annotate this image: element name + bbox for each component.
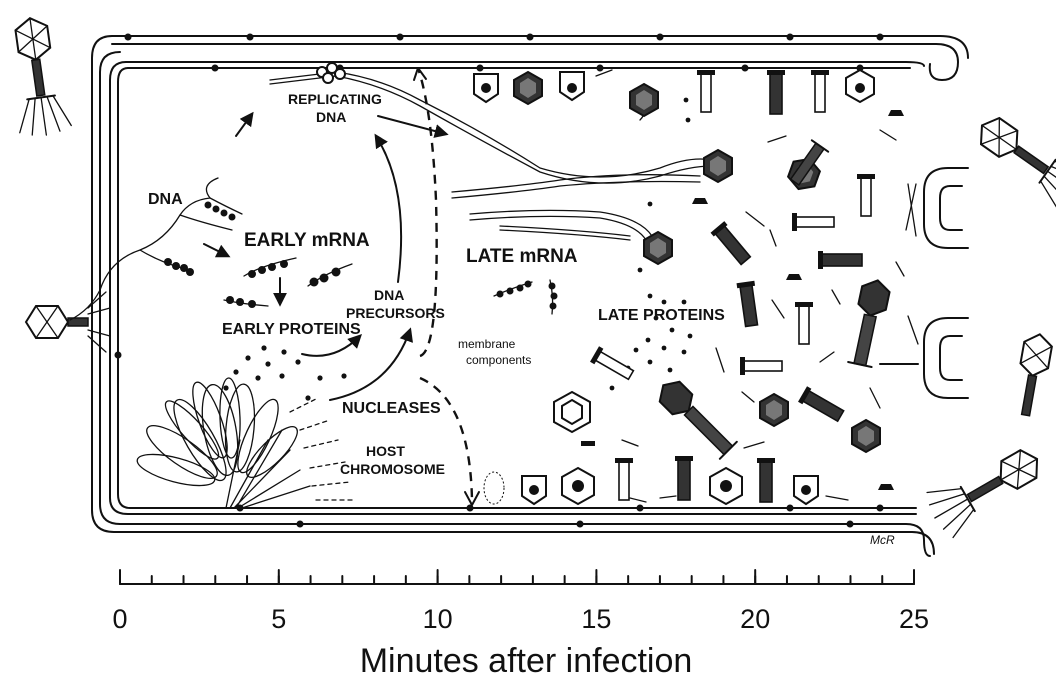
lysis-openings [880,168,968,398]
axis-tick-label: 0 [112,604,127,634]
pathway-arrows [204,68,479,505]
phage-released-right-2 [1012,332,1054,418]
axis-tick-label: 25 [899,604,929,634]
label-replicating: REPLICATING [288,91,382,107]
membrane-dots [115,34,884,528]
label-early-proteins: EARLY PROTEINS [222,321,361,338]
label-dna-precursors-2: PRECURSORS [346,305,445,321]
label-membrane: membrane [458,337,516,351]
early-mrna-polysomes [164,202,352,309]
label-chromosome: CHROMOSOME [340,461,445,477]
axis-title: Minutes after infection [360,642,693,680]
axis-tick-label: 10 [423,604,453,634]
late-mrna-polysomes [494,280,558,314]
artist-signature: McR [870,533,895,547]
phage-attaching-top-left [4,15,72,139]
label-replicating-dna: DNA [316,109,346,125]
label-late-mrna: LATE mRNA [466,246,578,267]
axis-tick-label: 20 [740,604,770,634]
label-dna: DNA [148,191,183,208]
label-late-proteins: LATE PROTEINS [598,307,725,324]
assembly-components [474,70,904,504]
label-host: HOST [366,443,405,459]
host-chromosome [134,378,352,508]
phage-injecting-left [26,292,110,352]
label-components: components [466,353,531,367]
time-axis: Minutes after infection 0 5 10 15 20 25 [112,570,929,680]
axis-tick-label: 15 [581,604,611,634]
label-dna-precursors-1: DNA [374,287,404,303]
label-early-mrna: EARLY mRNA [244,230,370,251]
label-nucleases: NUCLEASES [342,400,441,417]
phage-released-right-1 [967,104,1056,214]
axis-tick-label: 5 [271,604,286,634]
phage-released-right-3 [922,436,1050,540]
